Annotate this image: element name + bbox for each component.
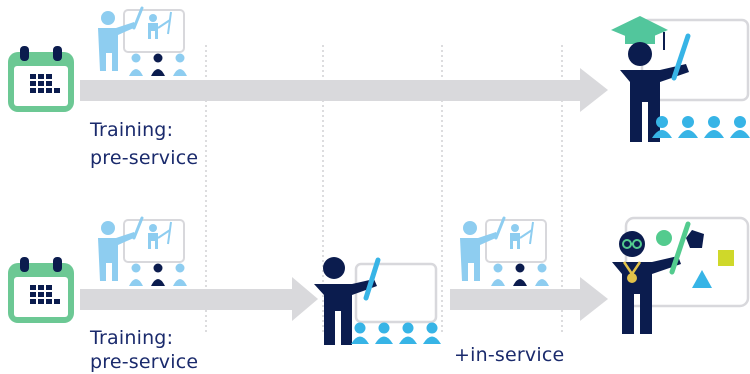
- row2-label-line2: pre-service: [90, 351, 199, 373]
- row1-label-line2: pre-service: [90, 147, 199, 169]
- row2-arrow-segment-2: [450, 277, 608, 321]
- row2-extra-label: +in-service: [454, 344, 565, 366]
- row1-label-line1: Training:: [90, 119, 174, 141]
- graduate-teacher-icon: [611, 16, 750, 142]
- row1-arrow: [80, 68, 608, 112]
- expert-teacher-icon: [612, 216, 750, 334]
- calendar-icon: [8, 46, 74, 112]
- developing-teacher-icon: [314, 257, 441, 345]
- novice-teacher-icon: [98, 216, 187, 286]
- novice-teacher-icon: [460, 216, 549, 286]
- novice-teacher-icon: [98, 6, 187, 76]
- calendar-icon: [8, 257, 74, 323]
- row2-label-line1: Training:: [90, 327, 174, 349]
- row2-arrow-segment-1: [80, 277, 318, 321]
